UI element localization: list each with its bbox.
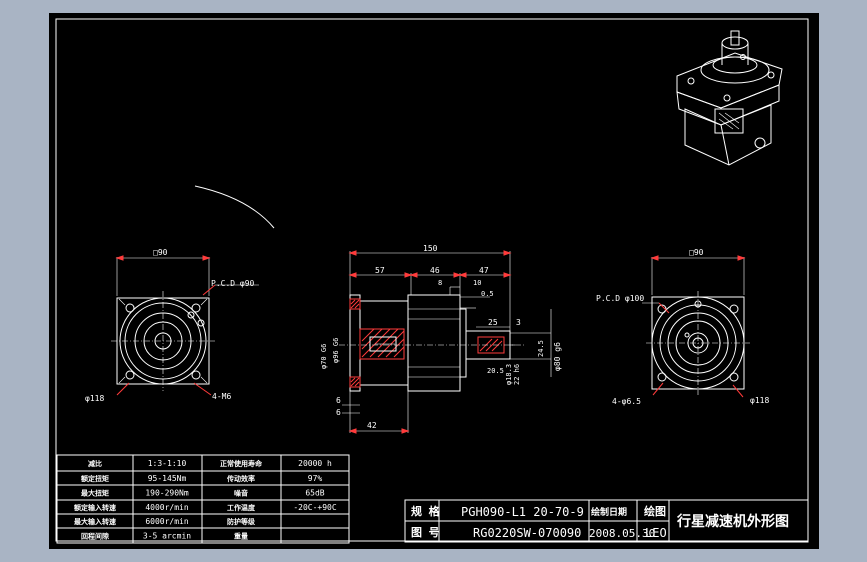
dim-183: φ18.3 xyxy=(505,364,513,385)
spec-cell-value1: 95-145Nm xyxy=(148,474,187,483)
spec-cell-label1: 最大扭矩 xyxy=(81,489,109,498)
dim-25: 25 xyxy=(488,318,498,327)
spec-value: PGH090-L1 20-70-9 xyxy=(461,505,584,519)
right-top-dim: □90 xyxy=(689,248,704,257)
flange-dia-2: φ96 G6 xyxy=(332,338,340,363)
drawn-value: LEO xyxy=(645,526,667,540)
spec-cell-value2: 65dB xyxy=(305,489,324,498)
spec-cell-label2: 工作温度 xyxy=(227,503,256,512)
spec-cell-label2: 传动效率 xyxy=(226,474,255,483)
date-value: 2008.05.30 xyxy=(589,527,655,540)
overall-length: 150 xyxy=(423,244,438,253)
spec-cell-value1: 1:3-1:10 xyxy=(148,459,187,468)
spec-cell-label2: 防护等级 xyxy=(227,517,256,526)
drawing-title: 行星减速机外形图 xyxy=(676,513,789,530)
dim-205: 20.5 xyxy=(487,367,504,375)
spec-cell-label1: 最大输入转速 xyxy=(74,517,116,526)
spec-cell-label1: 额定扭矩 xyxy=(80,474,109,483)
right-front-view xyxy=(642,255,750,398)
drawing-no-label: 图 号 xyxy=(411,526,440,539)
flange-dia-1: φ70 G6 xyxy=(320,344,328,369)
drawing-no-value: RG0220SW-070090 xyxy=(473,526,581,540)
left-thread-label: 4-M6 xyxy=(212,392,231,401)
spec-cell-value2: 97% xyxy=(308,474,323,483)
left-pcd-label: P.C.D φ90 xyxy=(211,279,255,288)
spec-cell-value2: 20000 h xyxy=(298,459,332,468)
dim-8: 8 xyxy=(438,279,442,287)
made-date-label: 绘制日期 xyxy=(591,506,627,518)
spec-cell-label2: 噪音 xyxy=(234,489,248,498)
dim-05: 0.5 xyxy=(481,290,494,298)
spec-cell-value1: 4000r/min xyxy=(145,503,189,512)
left-outer-dia: φ118 xyxy=(85,394,104,403)
right-pcd-label: P.C.D φ100 xyxy=(596,294,644,303)
drawing-sheet: □90 P.C.D φ90 φ118 4-M6 xyxy=(49,13,819,549)
isometric-view xyxy=(676,30,783,166)
spec-cell-value1: 190-290Nm xyxy=(145,489,189,498)
spec-cell-label1: 减比 xyxy=(88,459,102,468)
spec-cell-label1: 回程间隙 xyxy=(81,532,109,541)
left-top-dim: □90 xyxy=(153,248,168,257)
cad-drawing: □90 P.C.D φ90 φ118 4-M6 xyxy=(55,18,809,544)
dim-10: 10 xyxy=(473,279,481,287)
spec-cell-value1: 3-5 arcmin xyxy=(143,532,191,541)
right-outer-dia: φ118 xyxy=(750,396,769,405)
dim-3: 3 xyxy=(516,318,521,327)
spec-cell-value2: -20C-+90C xyxy=(293,503,337,512)
dim-6b: 6 xyxy=(336,408,341,417)
dim-42: 42 xyxy=(367,421,377,430)
left-front-view xyxy=(111,255,259,396)
drawing-frame xyxy=(55,18,809,542)
shaft-dia: φ80 g6 xyxy=(553,342,562,371)
dim-6: 6 xyxy=(336,396,341,405)
spec-cell-label2: 正常使用寿命 xyxy=(220,459,263,468)
dim-46: 46 xyxy=(430,266,440,275)
spec-cell-label1: 额定输入转速 xyxy=(73,503,116,512)
spec-table xyxy=(56,454,350,544)
dim-47: 47 xyxy=(479,266,489,275)
spec-rows: 减比 1:3-1:10 正常使用寿命 20000 h 额定扭矩 95-145Nm 传动效率 9… xyxy=(73,459,337,541)
title-block xyxy=(404,499,809,543)
side-section-view xyxy=(339,250,552,434)
dim-245: 24.5 xyxy=(537,340,545,357)
spec-cell-value1: 6000r/min xyxy=(145,517,189,526)
right-hole-label: 4-φ6.5 xyxy=(612,397,641,406)
dim-22h6: 22 h6 xyxy=(513,364,521,385)
spec-cell-label2: 重量 xyxy=(234,532,248,541)
drawn-label: 绘图 xyxy=(644,504,666,518)
dim-57: 57 xyxy=(375,266,385,275)
spec-label: 规 格 xyxy=(411,504,441,518)
stray-arc xyxy=(194,185,275,229)
